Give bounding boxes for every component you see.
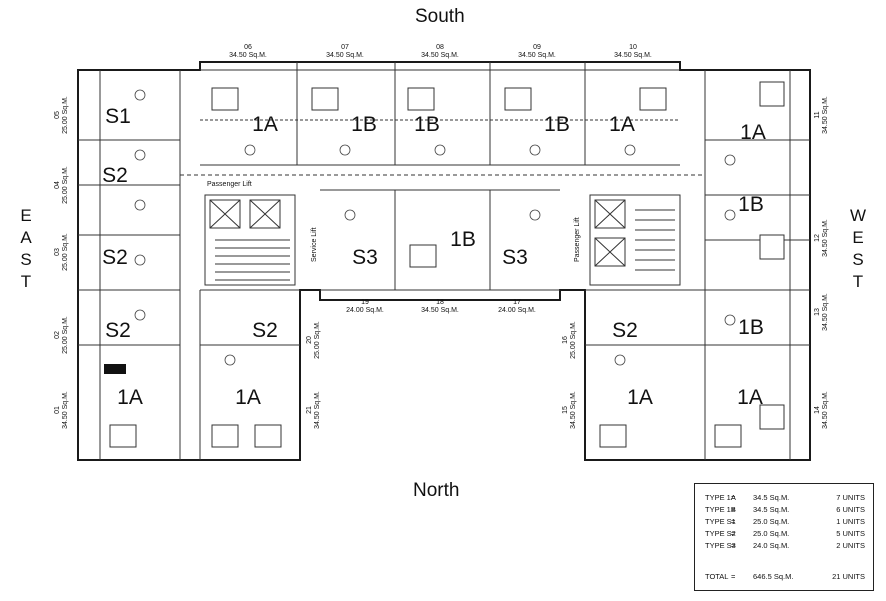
unit-type-label: S2 — [102, 164, 128, 187]
unit-type-label: S3 — [352, 246, 378, 269]
legend-total-row: TOTAL=646.5 Sq.M.21 UNITS — [705, 572, 865, 581]
legend-row: TYPE S3=24.0 Sq.M.2 UNITS — [705, 541, 865, 550]
unit-type-label: S3 — [502, 246, 528, 269]
unit-type-label: 1B — [738, 316, 764, 339]
unit-type-label: 1B — [414, 113, 440, 136]
unit-type-label: S2 — [105, 319, 131, 342]
unit-type-label: 1A — [252, 113, 278, 136]
unit-type-label: S2 — [612, 319, 638, 342]
compass-north: North — [413, 480, 460, 501]
legend-row: TYPE 1B=34.5 Sq.M.6 UNITS — [705, 505, 865, 514]
unit-type-label: 1A — [117, 386, 143, 409]
unit-summary-legend: TYPE 1A=34.5 Sq.M.7 UNITS TYPE 1B=34.5 S… — [694, 483, 874, 591]
unit-type-label: 1A — [740, 121, 766, 144]
legend-row: TYPE S1=25.0 Sq.M.1 UNITS — [705, 517, 865, 526]
passenger-lift-label-right: Passenger Lift — [574, 217, 581, 262]
unit-type-label: 1B — [450, 228, 476, 251]
compass-south: South — [415, 6, 465, 27]
legend-row: TYPE S2=25.0 Sq.M.5 UNITS — [705, 529, 865, 538]
unit-type-label: 1A — [235, 386, 261, 409]
passenger-lift-label-left: Passenger Lift — [207, 181, 252, 188]
building-outline — [77, 61, 811, 461]
unit-type-label: S2 — [102, 246, 128, 269]
unit-type-label: 1A — [609, 113, 635, 136]
unit-type-label: 1B — [738, 193, 764, 216]
unit-type-label: 1A — [737, 386, 763, 409]
legend-row: TYPE 1A=34.5 Sq.M.7 UNITS — [705, 493, 865, 502]
unit-type-label: 1B — [544, 113, 570, 136]
service-lift-label: Service Lift — [311, 227, 318, 262]
unit-type-label: S2 — [252, 319, 278, 342]
unit-type-label: 1B — [351, 113, 377, 136]
unit-type-label: S1 — [105, 105, 131, 128]
unit-type-label: 1A — [627, 386, 653, 409]
